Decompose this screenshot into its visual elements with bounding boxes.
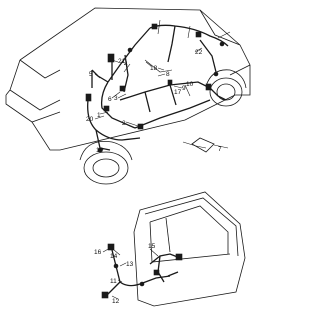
callout-22: 22 [195,49,203,56]
callout-9: 9 [182,85,186,92]
callout-6: 6 [108,96,112,103]
callout-16: 16 [94,249,102,256]
car-body-outline [5,7,251,151]
main-wire-harness [87,19,231,151]
callout-17: 17 [174,89,182,96]
callout-5: 5 [89,71,93,78]
callout-7: 7 [218,146,222,153]
callout-3: 3 [114,95,118,102]
rear-door-outline [133,191,246,307]
callout-20: 20 [86,116,94,123]
callout-2: 2 [122,120,126,127]
callout-21: 21 [118,58,126,65]
front-wheel [79,141,133,185]
door-wire-harness [101,243,183,299]
callout-13: 13 [126,261,134,268]
callout-10: 10 [186,81,194,88]
callout-labels: 1 2 3 4 5 6 7 8 9 10 11 12 13 14 15 16 1… [86,49,222,305]
callout-18: 18 [150,65,158,72]
part-7-module [191,137,229,153]
callout-15: 15 [148,243,156,250]
wire-harness-diagram: 1 2 3 4 5 6 7 8 9 10 11 12 13 14 15 16 1… [5,7,251,307]
callout-12: 12 [112,298,120,305]
callout-leaders [94,47,203,300]
callout-14: 14 [110,253,118,260]
callout-1: 1 [97,112,101,119]
rear-wheel [205,69,247,107]
callout-19: 19 [96,147,104,154]
callout-8: 8 [166,71,170,78]
callout-11: 11 [110,278,117,285]
callout-4: 4 [124,61,128,68]
connector-blocks [85,23,225,153]
